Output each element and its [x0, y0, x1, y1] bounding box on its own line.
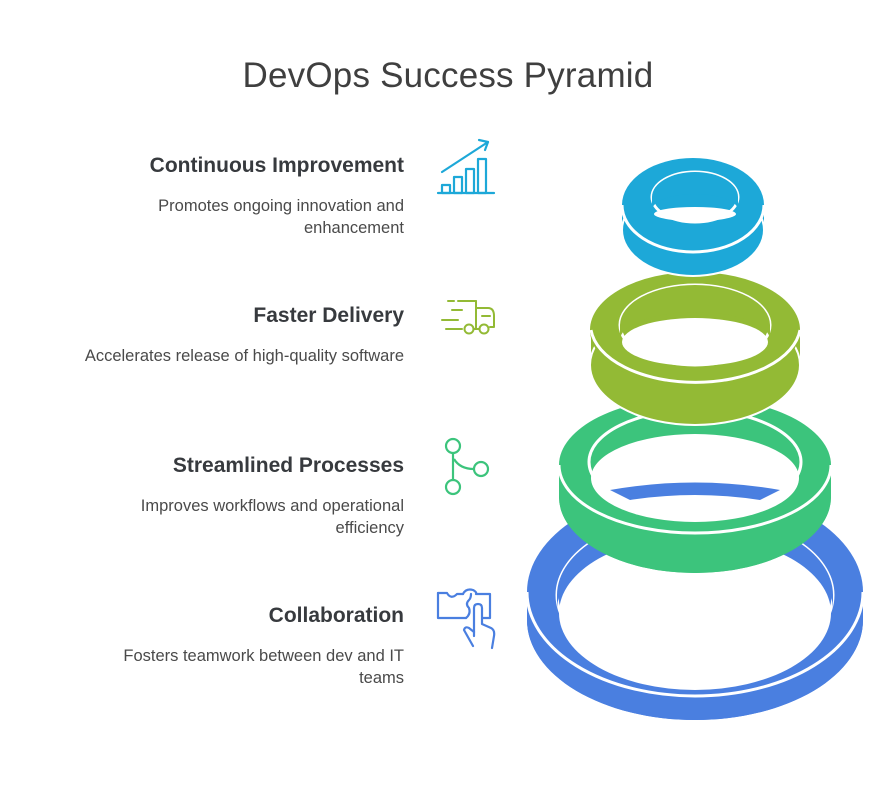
- tier-faster-delivery: Faster Delivery Accelerates release of h…: [14, 303, 404, 367]
- branch-flow-icon: [444, 437, 490, 496]
- tier-description: Accelerates release of high-quality soft…: [84, 347, 404, 365]
- page-title: DevOps Success Pyramid: [242, 56, 654, 95]
- growth-chart-icon: [436, 138, 496, 195]
- tier-title: Collaboration: [268, 604, 404, 627]
- tier-description: Promotes ongoing innovation and enhancem…: [158, 197, 404, 237]
- tier-title: Faster Delivery: [253, 304, 404, 327]
- tier-streamlined-processes: Streamlined Processes Improves workflows…: [14, 453, 404, 539]
- tier-title: Continuous Improvement: [149, 154, 404, 177]
- tier-collaboration: Collaboration Fosters teamwork between d…: [14, 603, 404, 689]
- ring-streamlined-processes: [557, 397, 833, 573]
- delivery-truck-icon: [441, 300, 495, 335]
- tier-description: Improves workflows and operational effic…: [140, 497, 404, 537]
- ring-continuous-improvement: [620, 158, 766, 277]
- ring-faster-delivery: [589, 272, 802, 426]
- puzzle-hand-icon: [436, 588, 496, 650]
- tier-continuous-improvement: Continuous Improvement Promotes ongoing …: [14, 153, 404, 239]
- tier-description: Fosters teamwork between dev and IT team…: [123, 647, 404, 687]
- tier-title: Streamlined Processes: [172, 454, 404, 477]
